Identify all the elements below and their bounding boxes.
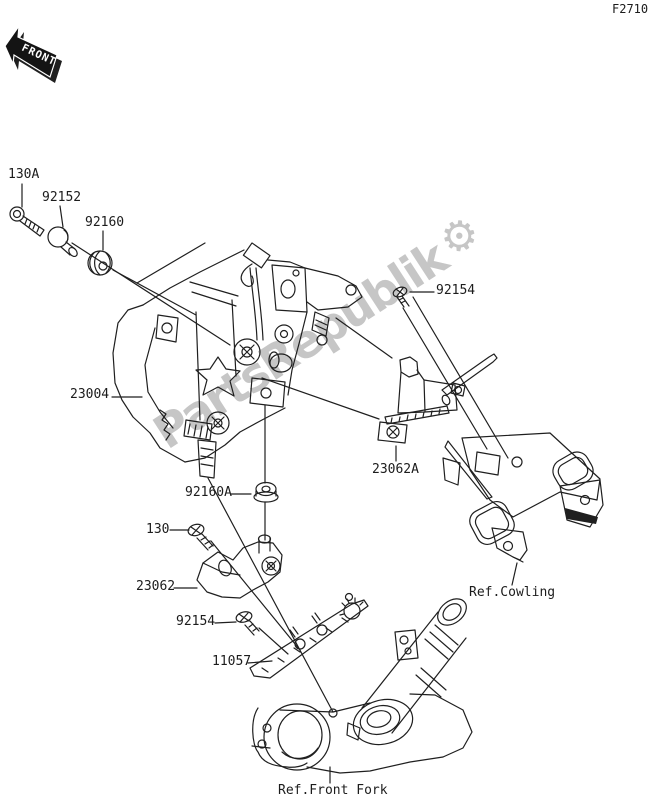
part-label-92160: 92160 xyxy=(85,215,125,230)
leader-lines xyxy=(21,183,518,784)
part-label-23062a: 23062A xyxy=(372,462,419,477)
ref-label-cowling: Ref.Cowling xyxy=(469,585,556,600)
bracket-23062-drawing xyxy=(196,534,283,599)
screw-92154-top-drawing xyxy=(392,286,410,308)
part-label-92154-top: 92154 xyxy=(436,283,476,298)
bolt-130a-drawing xyxy=(9,206,45,237)
damper-92160-drawing xyxy=(87,250,113,276)
part-label-92154-bot: 92154 xyxy=(176,614,216,629)
part-label-23004: 23004 xyxy=(70,387,110,402)
bracket-11057-drawing xyxy=(249,592,369,679)
grommet-92152-drawing xyxy=(47,226,78,258)
part-label-130: 130 xyxy=(146,522,170,537)
fork-crown-drawing xyxy=(251,598,473,774)
headlight-housing-drawing xyxy=(112,242,363,479)
doc-code: F2710 xyxy=(612,2,648,16)
ref-label-front-fork: Ref.Front Fork xyxy=(278,783,388,798)
part-label-11057: 11057 xyxy=(212,654,252,669)
nut-92160a-drawing xyxy=(253,481,279,503)
part-label-92152: 92152 xyxy=(42,190,82,205)
cowling-stay-drawing xyxy=(442,432,604,563)
front-arrow: FRONT xyxy=(4,23,62,83)
part-label-130a: 130A xyxy=(8,167,40,182)
screw-130-drawing xyxy=(187,523,214,551)
bracket-23062a-drawing xyxy=(377,353,498,444)
screw-92154-bottom-drawing xyxy=(235,611,260,636)
part-label-23062: 23062 xyxy=(136,579,176,594)
part-label-92160a: 92160A xyxy=(185,485,232,500)
